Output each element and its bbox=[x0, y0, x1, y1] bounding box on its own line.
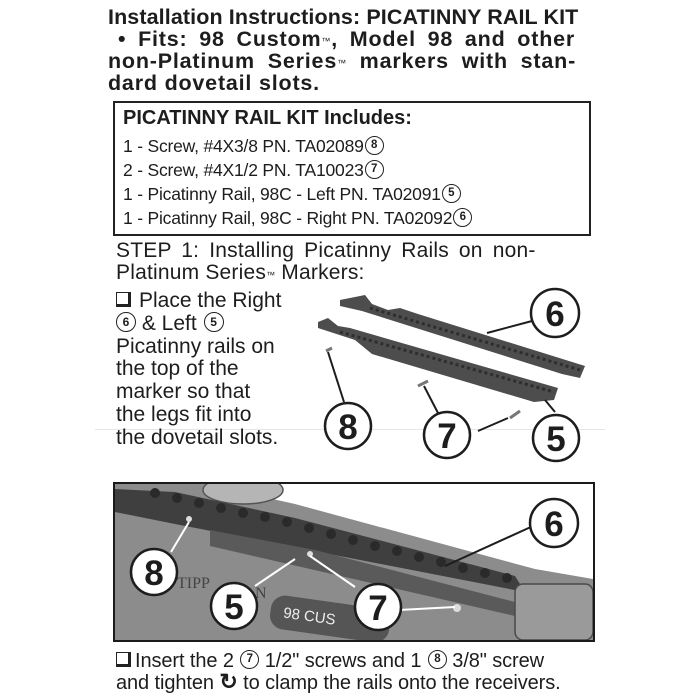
callout-number-icon: 5 bbox=[203, 312, 224, 333]
checkbox-icon[interactable] bbox=[116, 291, 131, 307]
instruction-line: the top of the bbox=[116, 357, 239, 381]
instruction-line: the legs fit into bbox=[116, 402, 252, 426]
kit-item-text: 1 - Screw, #4X3/8 PN. TA02089 bbox=[123, 136, 364, 156]
kit-item-text: 1 - Picatinny Rail, 98C - Right PN. TA02… bbox=[123, 208, 453, 228]
instruction-text: and tighten bbox=[116, 672, 220, 694]
rails-parts-diagram: 6 8 7 5 bbox=[318, 287, 585, 463]
left-rail-icon bbox=[318, 318, 558, 402]
callout-6-icon: 6 bbox=[529, 287, 581, 339]
svg-text:6: 6 bbox=[544, 505, 563, 544]
kit-item: 1 - Picatinny Rail, 98C - Right PN. TA02… bbox=[123, 207, 473, 229]
trademark: ™ bbox=[266, 270, 276, 280]
screw-icon bbox=[453, 604, 461, 612]
step-1-text: Platinum Series bbox=[116, 261, 267, 284]
body-text: N bbox=[255, 585, 267, 602]
instruction-line: 6 & Left 5 bbox=[116, 311, 281, 336]
svg-text:6: 6 bbox=[545, 295, 564, 334]
leader-lines bbox=[327, 320, 556, 432]
fits-text: non-Platinum Series bbox=[108, 49, 338, 73]
callout-7-icon: 7 bbox=[353, 582, 403, 632]
instruction-text: & Left bbox=[141, 311, 197, 335]
instruction-text: Place the Right bbox=[139, 289, 282, 312]
svg-text:8: 8 bbox=[144, 554, 163, 593]
callout-8-icon: 8 bbox=[129, 547, 179, 597]
kit-item: 1 - Picatinny Rail, 98C - Left PN. TA020… bbox=[123, 183, 461, 205]
instruction-text: 3/8" screw bbox=[446, 650, 544, 672]
fits-text: • Fits: 98 Custom bbox=[118, 27, 322, 51]
instruction-line: marker so that bbox=[116, 380, 251, 404]
svg-text:8: 8 bbox=[338, 408, 357, 447]
instruction-text: 1/2" screws and 1 bbox=[259, 650, 427, 672]
fits-line-1: • Fits: 98 Custom™, Model 98 and other bbox=[108, 28, 598, 50]
step-1-line-1: STEP 1: Installing Picatinny Rails on no… bbox=[116, 239, 536, 262]
fits-text-rest: markers with stan- bbox=[346, 49, 577, 73]
callout-5-icon: 5 bbox=[209, 581, 259, 631]
trademark: ™ bbox=[321, 36, 332, 46]
marker-illustration: 98 CUS TIPP N 6 8 5 7 bbox=[115, 484, 593, 640]
step-1-line-2: Platinum Series™ Markers: bbox=[116, 262, 536, 284]
checkbox-icon[interactable] bbox=[116, 652, 131, 668]
instruction-line: the dovetail slots. bbox=[116, 425, 279, 449]
installed-rails-photo: 98 CUS TIPP N 6 8 5 7 bbox=[113, 482, 595, 642]
callout-number-icon: 7 bbox=[240, 650, 260, 670]
header: Installation Instructions: PICATINNY RAI… bbox=[108, 6, 598, 94]
instruction-line: and tighten ↻ to clamp the rails onto th… bbox=[116, 669, 561, 695]
callout-6-icon: 6 bbox=[528, 497, 580, 549]
fits-line-3: dard dovetail slots. bbox=[108, 71, 320, 95]
kit-title: PICATINNY RAIL KIT Includes: bbox=[123, 107, 412, 129]
svg-text:7: 7 bbox=[368, 589, 387, 628]
kit-item-text: 2 - Screw, #4X1/2 PN. TA10023 bbox=[123, 160, 364, 180]
callout-number-icon: 8 bbox=[427, 650, 447, 670]
svg-text:5: 5 bbox=[546, 420, 565, 459]
instruction-line: Picatinny rails on bbox=[116, 334, 275, 358]
clockwise-arrow-icon: ↻ bbox=[219, 669, 238, 694]
step-2-instruction: Insert the 2 7 1/2" screws and 1 8 3/8" … bbox=[116, 650, 561, 694]
svg-text:7: 7 bbox=[437, 417, 456, 456]
step-1-instruction: Place the Right 6 & Left 5 Picatinny rai… bbox=[116, 289, 282, 450]
trademark: ™ bbox=[337, 58, 347, 68]
callout-5-icon: 5 bbox=[531, 413, 581, 463]
kit-contents-box: PICATINNY RAIL KIT Includes: 1 - Screw, … bbox=[113, 101, 591, 236]
instruction-line: Place the Right bbox=[116, 289, 282, 313]
callout-number-icon: 6 bbox=[116, 312, 136, 333]
right-rail-icon bbox=[340, 295, 585, 378]
title-product: PICATINNY RAIL KIT bbox=[366, 5, 579, 29]
callout-7-icon: 7 bbox=[422, 410, 472, 460]
step-1-text-rest: Markers: bbox=[275, 261, 365, 284]
callout-number-icon: 5 bbox=[441, 183, 461, 203]
instruction-text: to clamp the rails onto the receivers. bbox=[237, 672, 561, 694]
screw-icon bbox=[325, 346, 521, 420]
callout-number-icon: 6 bbox=[453, 207, 473, 227]
callout-number-icon: 8 bbox=[364, 135, 384, 155]
screw-icon bbox=[186, 516, 192, 522]
callout-8-icon: 8 bbox=[323, 401, 373, 451]
step-1-heading: STEP 1: Installing Picatinny Rails on no… bbox=[116, 240, 536, 284]
title-prefix: Installation Instructions: bbox=[108, 5, 361, 29]
kit-item-text: 1 - Picatinny Rail, 98C - Left PN. TA020… bbox=[123, 184, 441, 204]
document-title: Installation Instructions: PICATINNY RAI… bbox=[108, 6, 598, 28]
body-text: TIPP bbox=[177, 575, 210, 592]
instruction-line: Insert the 2 7 1/2" screws and 1 8 3/8" … bbox=[116, 650, 561, 672]
callout-number-icon: 7 bbox=[364, 159, 384, 179]
screw-icon bbox=[307, 551, 313, 557]
fits-line-2: non-Platinum Series™ markers with stan- bbox=[108, 50, 598, 72]
instruction-text: Insert the 2 bbox=[135, 650, 234, 672]
fits-text-rest: , Model 98 and other bbox=[331, 27, 576, 51]
svg-text:5: 5 bbox=[224, 588, 243, 627]
